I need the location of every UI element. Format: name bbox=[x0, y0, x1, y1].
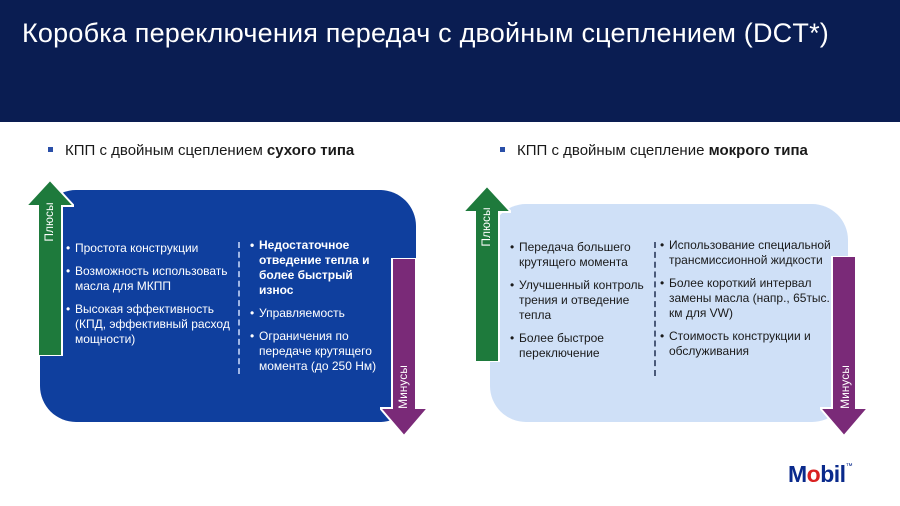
wet-heading-prefix: КПП с двойным сцепление bbox=[517, 142, 709, 159]
list-item: Возможность использовать масла для МКПП bbox=[66, 264, 238, 294]
dry-heading-prefix: КПП с двойным сцеплением bbox=[65, 142, 267, 159]
wet-type-heading: КПП с двойным сцепление мокрого типа bbox=[500, 142, 808, 159]
dry-pros-list: Простота конструкции Возможность использ… bbox=[66, 241, 238, 355]
pros-up-arrow-icon bbox=[26, 180, 74, 356]
mobil-logo: Mobil™ bbox=[788, 461, 853, 488]
list-item: Ограничения по передаче крутящего момент… bbox=[250, 329, 390, 374]
logo-o: o bbox=[806, 461, 821, 487]
cons-down-arrow-icon bbox=[380, 258, 428, 436]
list-item: Недостаточное отведение тепла и более бы… bbox=[250, 238, 390, 298]
list-item: Передача большего крутящего момента bbox=[510, 240, 660, 270]
wet-pros-list: Передача большего крутящего момента Улуч… bbox=[510, 240, 660, 369]
cons-label: Минусы bbox=[396, 365, 410, 409]
list-item: Использование специальной трансмиссионно… bbox=[660, 238, 838, 268]
wet-cons-list: Использование специальной трансмиссионно… bbox=[660, 238, 838, 367]
slide-title: Коробка переключения передач с двойным с… bbox=[22, 18, 829, 48]
cons-label: Минусы bbox=[838, 365, 852, 409]
list-item: Стоимость конструкции и обслуживания bbox=[660, 329, 838, 359]
square-bullet-icon bbox=[48, 146, 53, 152]
pros-up-arrow-icon bbox=[463, 186, 511, 362]
dry-cons-list: Недостаточное отведение тепла и более бы… bbox=[250, 238, 390, 382]
logo-bil: bil bbox=[820, 461, 846, 487]
list-item: Управляемость bbox=[250, 306, 390, 321]
pros-label: Плюсы bbox=[479, 207, 493, 247]
list-item: Простота конструкции bbox=[66, 241, 238, 256]
cons-down-arrow-icon bbox=[820, 256, 868, 436]
list-item: Высокая эффективность (КПД, эффективный … bbox=[66, 302, 238, 347]
pros-label: Плюсы bbox=[42, 202, 56, 242]
wet-heading-bold: мокрого типа bbox=[708, 142, 808, 159]
square-bullet-icon bbox=[500, 146, 505, 152]
logo-m: M bbox=[788, 461, 807, 487]
list-item: Улучшенный контроль трения и отведение т… bbox=[510, 278, 660, 323]
dry-divider bbox=[238, 242, 240, 374]
list-item: Более короткий интервал замены масла (на… bbox=[660, 276, 838, 321]
list-item: Более быстрое переключение bbox=[510, 331, 660, 361]
header-bar bbox=[0, 0, 900, 122]
dry-type-heading: КПП с двойным сцеплением сухого типа bbox=[48, 142, 354, 159]
logo-tm: ™ bbox=[845, 463, 853, 470]
dry-heading-bold: сухого типа bbox=[266, 142, 355, 159]
